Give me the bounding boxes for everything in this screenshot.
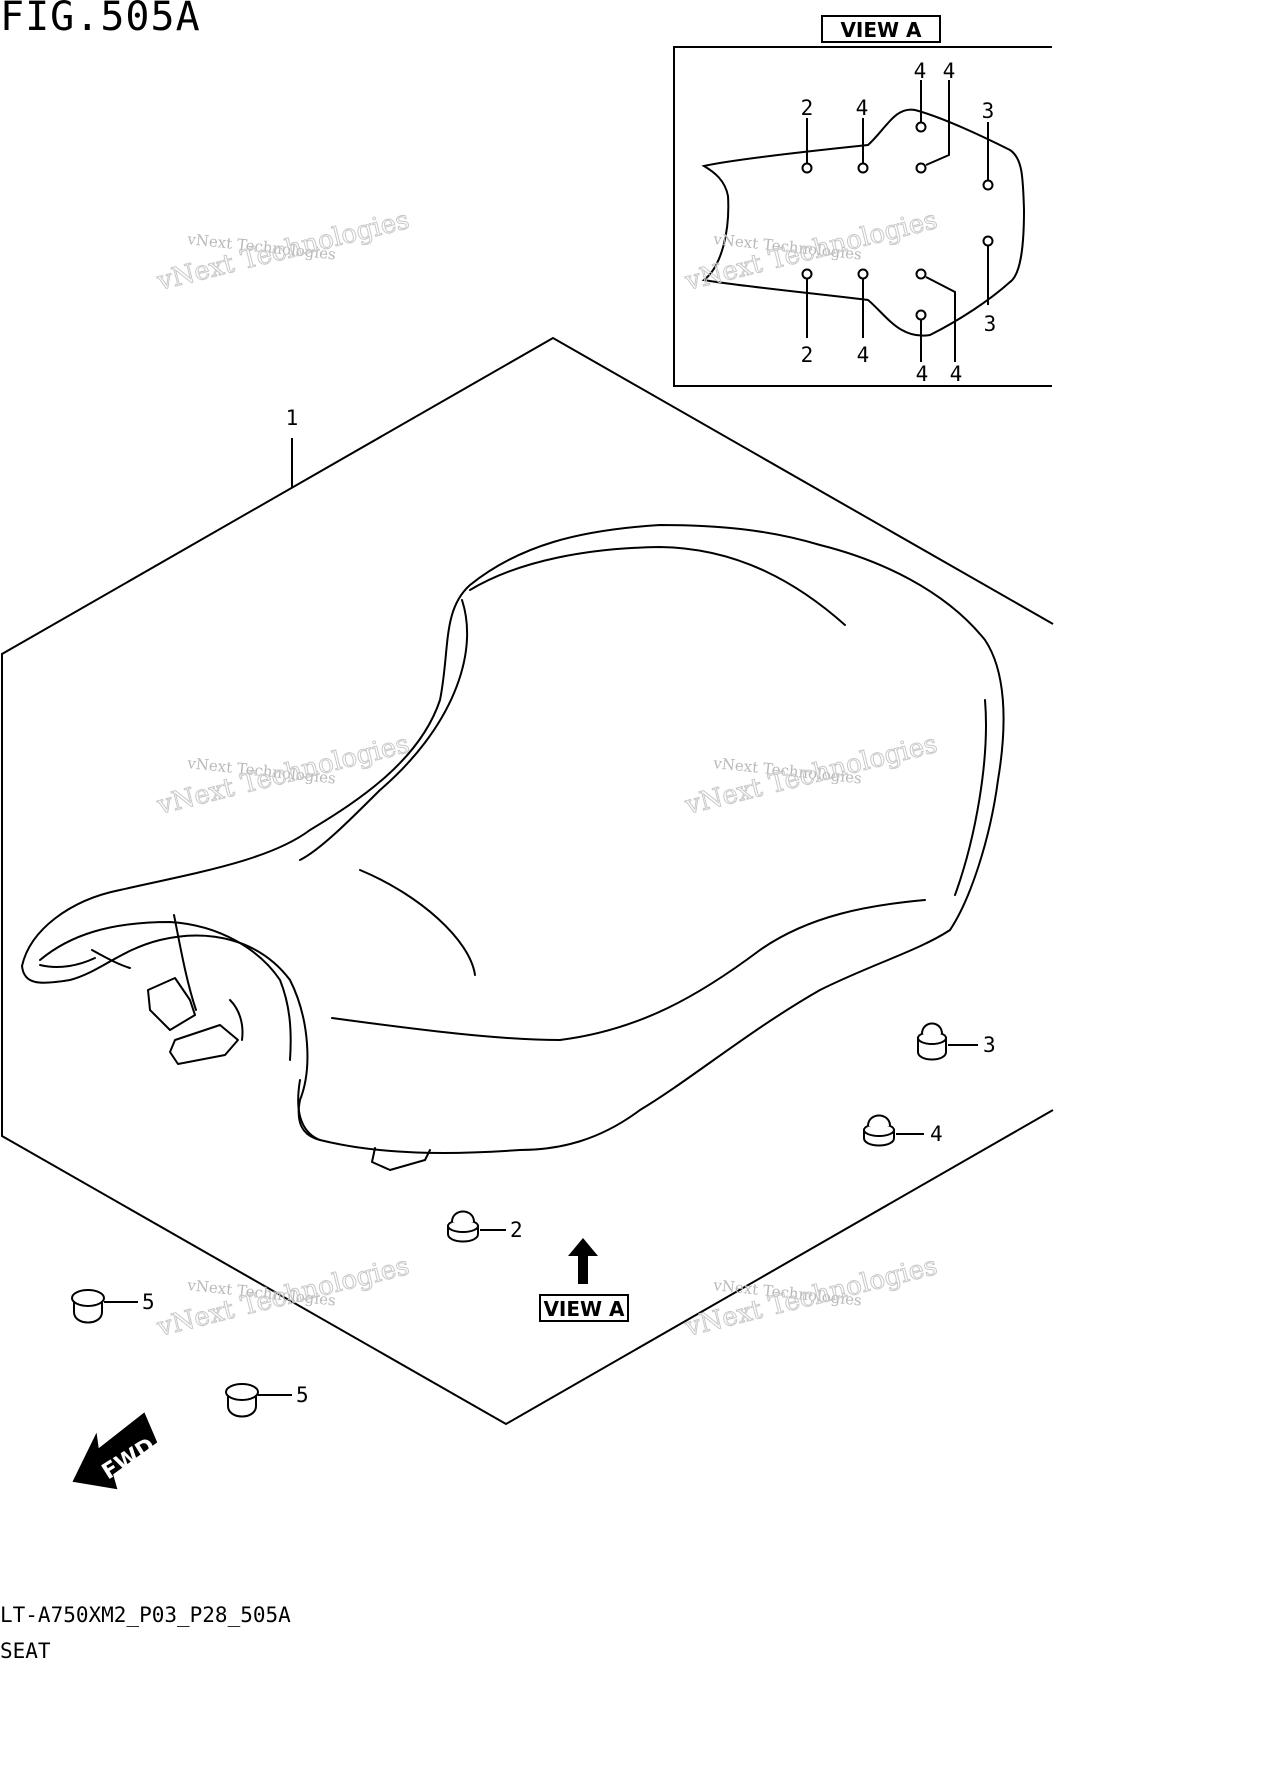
hole-4-bottom-a [857, 268, 869, 280]
clip-part-4 [863, 1114, 924, 1147]
callout-4: 4 [950, 362, 963, 386]
assembly-boundary [0, 336, 1054, 1426]
watermark: vNext Technologies vNext Technologies [153, 729, 413, 822]
watermark: vNext Technologies vNext Technologies [153, 1251, 413, 1344]
view-a-arrow-icon [568, 1238, 598, 1284]
hole-4-top-a [857, 162, 869, 174]
hole-3-top [982, 179, 994, 191]
svg-text:vNext Technologies: vNext Technologies [153, 205, 412, 297]
hole-4-top-c [915, 162, 927, 174]
hole-2-bottom [801, 268, 813, 280]
svg-text:vNext Technologies: vNext Technologies [681, 1251, 940, 1343]
view-a-marker-box [539, 1294, 629, 1322]
view-a-leaders [806, 80, 989, 362]
hole-3-bottom [982, 235, 994, 247]
cushion-part-5-a [71, 1289, 138, 1324]
callout-2: 2 [801, 343, 814, 367]
hole-2-top [801, 162, 813, 174]
callout-3: 3 [983, 1033, 996, 1057]
fwd-arrow-icon: FWD [72, 1412, 160, 1490]
callout-4: 4 [930, 1122, 943, 1146]
svg-text:vNext Technologies: vNext Technologies [681, 729, 940, 821]
clip-part-2 [447, 1210, 506, 1243]
svg-text:vNext Technologies: vNext Technologies [681, 205, 940, 297]
callout-3: 3 [984, 312, 997, 336]
figure-code: LT-A750XM2_P03_P28_505A [0, 1603, 291, 1627]
view-a-callouts: 4 4 2 4 3 3 2 4 4 4 [801, 59, 997, 386]
view-a-header-box [821, 15, 941, 43]
callout-4: 4 [857, 343, 870, 367]
watermark: vNext Technologies vNext Technologies [153, 205, 413, 298]
callout-4: 4 [914, 59, 927, 83]
svg-text:vNext Technologies: vNext Technologies [153, 1251, 412, 1343]
callout-2: 2 [510, 1218, 523, 1242]
figure-name: SEAT [0, 1639, 51, 1663]
view-a-holes [801, 121, 994, 321]
view-a-header-label: VIEW A [840, 18, 922, 42]
hole-4-top-b [915, 121, 927, 133]
callout-3: 3 [982, 99, 995, 123]
watermark: vNext Technologies vNext Technologies [681, 1251, 941, 1344]
hole-4-bottom-c [915, 309, 927, 321]
clip-part-3 [917, 1022, 978, 1061]
callout-5: 5 [142, 1290, 155, 1314]
callout-5: 5 [296, 1383, 309, 1407]
callout-1: 1 [286, 406, 299, 430]
hole-4-bottom-b [915, 268, 927, 280]
view-a-marker-label: VIEW A [543, 1297, 625, 1321]
callout-4: 4 [856, 96, 869, 120]
figure-title: FIG.505A [0, 0, 201, 40]
callout-4: 4 [916, 362, 929, 386]
watermarks: vNext Technologies vNext Technologies vN… [153, 205, 941, 1344]
callout-4: 4 [943, 59, 956, 83]
seat-underside-outline [701, 108, 1026, 337]
callout-2: 2 [801, 96, 814, 120]
watermark: vNext Technologies vNext Technologies [681, 729, 941, 822]
view-a-frame [673, 46, 1052, 387]
svg-text:vNext Technologies: vNext Technologies [153, 729, 412, 821]
cushion-part-5-b [225, 1383, 292, 1418]
watermark: vNext Technologies vNext Technologies [681, 205, 941, 298]
view-a-inset: VIEW A [673, 15, 1052, 387]
seat-illustration [21, 524, 1005, 1171]
